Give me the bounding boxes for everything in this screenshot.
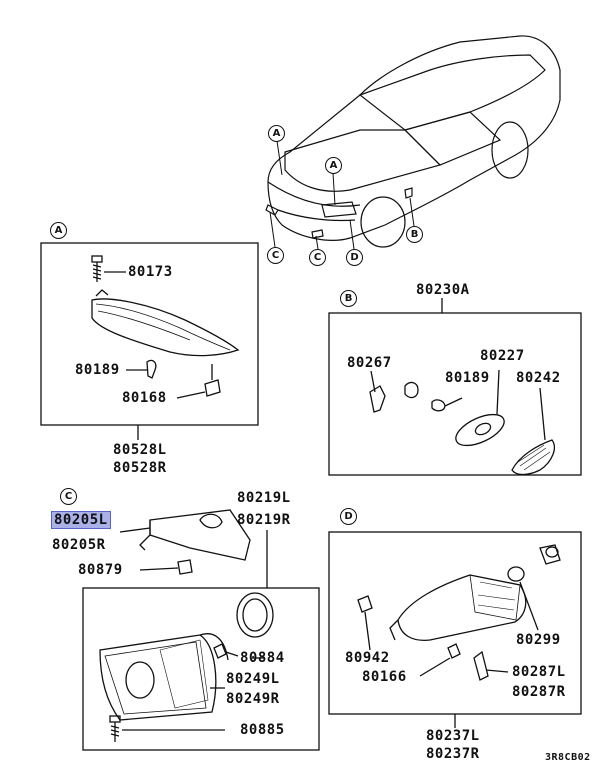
part-80884[interactable]: 80884 xyxy=(240,650,285,666)
part-80227[interactable]: 80227 xyxy=(480,348,525,364)
box-d xyxy=(328,531,582,728)
part-80287l[interactable]: 80287L xyxy=(512,664,566,680)
callout-d-box: D xyxy=(340,508,357,525)
callout-c-car-left: C xyxy=(267,247,284,264)
part-80189-box-b[interactable]: 80189 xyxy=(445,370,490,386)
part-80528l[interactable]: 80528L xyxy=(113,442,167,458)
callout-b-box: B xyxy=(340,290,357,307)
part-80267[interactable]: 80267 xyxy=(347,355,392,371)
part-80242[interactable]: 80242 xyxy=(516,370,561,386)
part-80173[interactable]: 80173 xyxy=(128,264,173,280)
part-80166[interactable]: 80166 xyxy=(362,669,407,685)
part-80219r[interactable]: 80219R xyxy=(237,512,291,528)
part-80205l[interactable]: 80205L xyxy=(51,511,111,529)
box-fog-lamp xyxy=(82,530,320,751)
part-80528r[interactable]: 80528R xyxy=(113,460,167,476)
part-80237l[interactable]: 80237L xyxy=(426,728,480,744)
diagram-code: 3R8CB02 xyxy=(545,752,591,763)
box-a xyxy=(40,242,259,440)
part-80249r[interactable]: 80249R xyxy=(226,691,280,707)
callout-c-box: C xyxy=(60,488,77,505)
part-80219l[interactable]: 80219L xyxy=(237,490,291,506)
callout-c-car-center: C xyxy=(309,249,326,266)
part-80942[interactable]: 80942 xyxy=(345,650,390,666)
part-80299[interactable]: 80299 xyxy=(516,632,561,648)
part-80249l[interactable]: 80249L xyxy=(226,671,280,687)
part-80287r[interactable]: 80287R xyxy=(512,684,566,700)
part-80879[interactable]: 80879 xyxy=(78,562,123,578)
callout-a-car-center: A xyxy=(325,157,342,174)
part-80189-box-a[interactable]: 80189 xyxy=(75,362,120,378)
part-80168[interactable]: 80168 xyxy=(122,390,167,406)
part-80205r[interactable]: 80205R xyxy=(52,537,106,553)
box-b xyxy=(328,298,582,476)
callout-b-car: B xyxy=(406,226,423,243)
bracket-c xyxy=(119,509,251,575)
callout-a-box: A xyxy=(50,222,67,239)
car-illustration xyxy=(265,35,561,248)
callout-a-car-left: A xyxy=(268,125,285,142)
part-80230a[interactable]: 80230A xyxy=(416,282,470,298)
part-80237r[interactable]: 80237R xyxy=(426,746,480,762)
part-80885[interactable]: 80885 xyxy=(240,722,285,738)
callout-d-car: D xyxy=(346,249,363,266)
